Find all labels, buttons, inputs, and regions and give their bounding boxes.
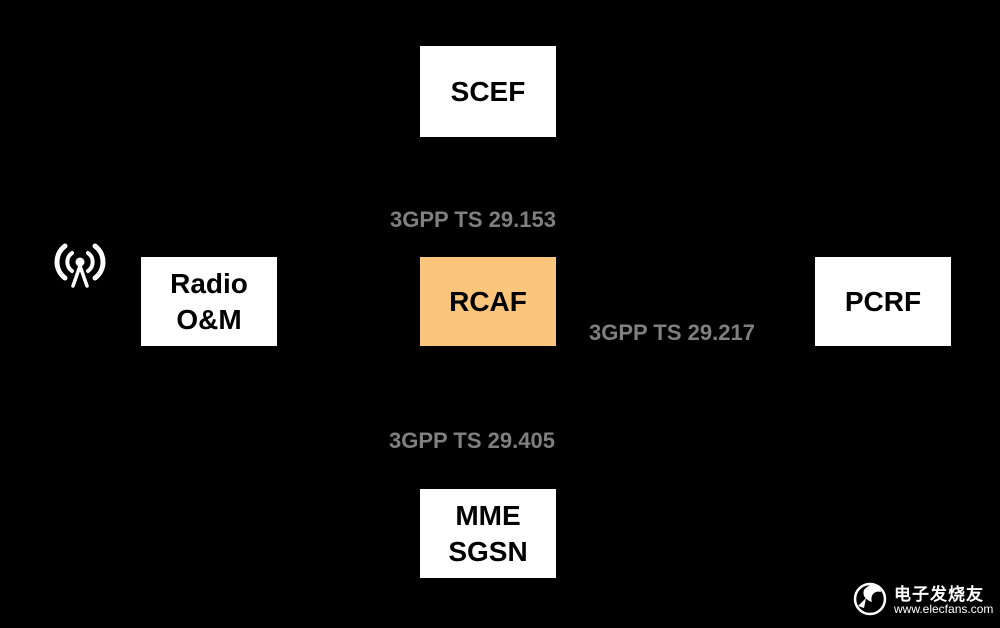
radio-antenna-icon (54, 243, 106, 288)
radio-om-label-line1: Radio (170, 267, 248, 299)
scef-box: SCEF (420, 46, 556, 137)
mme-sgsn-box: MME SGSN (420, 489, 556, 578)
watermark: 电子发烧友 www.elecfans.com (850, 574, 996, 622)
sgsn-label: SGSN (448, 535, 528, 567)
interface-label-rcaf-scef: 3GPP TS 29.153 (390, 207, 556, 232)
pcrf-label: PCRF (844, 285, 922, 317)
rcaf-label: RCAF (449, 285, 527, 317)
interface-label-rcaf-mme: 3GPP TS 29.405 (389, 428, 555, 453)
radio-om-label-line2: O&M (176, 303, 242, 335)
watermark-url: www.elecfans.com (894, 602, 994, 616)
rcaf-box: RCAF (420, 257, 556, 346)
scef-label: SCEF (450, 75, 526, 107)
pcrf-box: PCRF (815, 257, 951, 346)
mme-label: MME (455, 499, 521, 531)
elecfans-logo-icon (853, 582, 887, 616)
radio-om-box: Radio O&M (141, 257, 277, 346)
interface-label-rcaf-pcrf: 3GPP TS 29.217 (589, 320, 755, 345)
watermark-chinese-text: 电子发烧友 (894, 585, 984, 605)
